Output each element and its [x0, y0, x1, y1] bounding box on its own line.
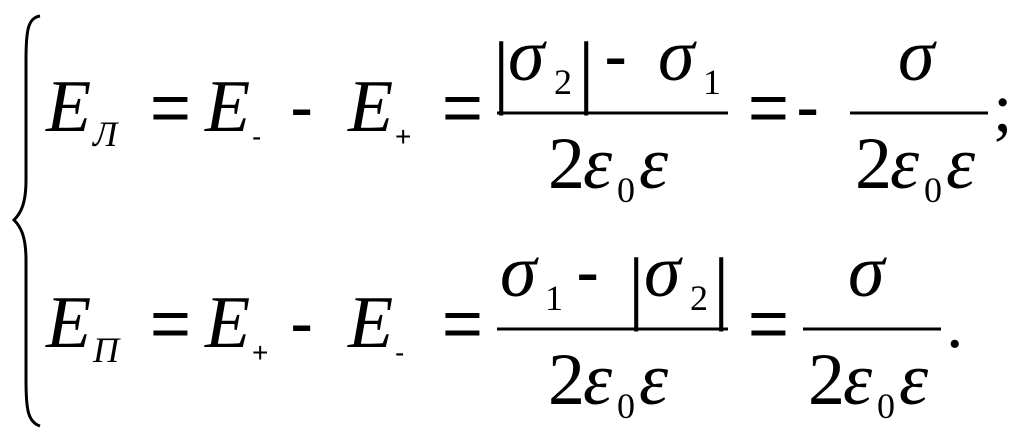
epsilon-subscript: 0: [617, 170, 635, 210]
equals-sign: =: [150, 68, 191, 146]
sigma-symbol: σ: [644, 231, 683, 313]
sigma-subscript: 2: [554, 62, 572, 102]
sigma-subscript: 1: [545, 278, 563, 318]
epsilon-subscript: 0: [877, 386, 895, 426]
denominator-two: 2: [855, 123, 892, 205]
epsilon-subscript: 0: [617, 386, 635, 426]
lhs-variable: E: [45, 282, 91, 364]
left-brace: [11, 14, 41, 428]
field-term-1-subscript: +: [252, 337, 268, 368]
denominator-two: 2: [548, 339, 585, 421]
equals-sign: =: [150, 284, 191, 362]
equals-sign: =: [442, 68, 483, 146]
lhs-subscript: Л: [92, 114, 120, 154]
equals-sign: =: [748, 284, 789, 362]
field-term-2: E: [347, 66, 393, 148]
sigma-symbol: σ: [848, 231, 887, 313]
equals-sign: =: [748, 68, 789, 146]
equation-line-1: E Л = E - - E + = | σ 2 | - σ 1 2 ε 0 ε …: [45, 15, 1012, 210]
minus-sign: -: [604, 17, 627, 95]
sigma-symbol: σ: [508, 15, 547, 97]
lhs-variable: E: [45, 66, 91, 148]
epsilon-symbol: ε: [946, 123, 976, 205]
field-term-1: E: [204, 282, 250, 364]
field-term-1: E: [204, 66, 250, 148]
field-term-2-subscript: -: [395, 337, 404, 368]
field-term-1-subscript: -: [252, 121, 261, 152]
equals-sign: =: [442, 284, 483, 362]
semicolon: ;: [993, 70, 1012, 147]
epsilon-symbol: ε: [583, 123, 613, 205]
sigma-symbol: σ: [898, 15, 937, 97]
denominator-two: 2: [548, 123, 585, 205]
abs-bar-left: |: [628, 241, 644, 332]
field-term-2: E: [347, 282, 393, 364]
abs-bar-right: |: [578, 25, 594, 116]
field-term-2-subscript: +: [395, 121, 411, 152]
minus-sign: -: [796, 68, 819, 146]
abs-bar-left: |: [493, 25, 509, 116]
abs-bar-right: |: [713, 241, 729, 332]
epsilon-symbol: ε: [899, 339, 929, 421]
period: .: [946, 286, 964, 363]
epsilon-symbol: ε: [639, 339, 669, 421]
denominator-two: 2: [808, 339, 845, 421]
minus-sign: -: [576, 233, 599, 311]
sigma-subscript: 2: [690, 278, 708, 318]
lhs-subscript: П: [92, 330, 121, 370]
equation-line-2: E П = E + - E - = σ 1 - | σ 2 | 2 ε 0 ε …: [45, 231, 964, 426]
sigma-symbol: σ: [500, 231, 539, 313]
minus-sign: -: [290, 284, 313, 362]
epsilon-symbol: ε: [583, 339, 613, 421]
epsilon-symbol: ε: [639, 123, 669, 205]
epsilon-symbol: ε: [890, 123, 920, 205]
minus-sign: -: [290, 68, 313, 146]
sigma-subscript: 1: [703, 62, 721, 102]
sigma-symbol: σ: [658, 15, 697, 97]
epsilon-subscript: 0: [924, 170, 942, 210]
epsilon-symbol: ε: [843, 339, 873, 421]
